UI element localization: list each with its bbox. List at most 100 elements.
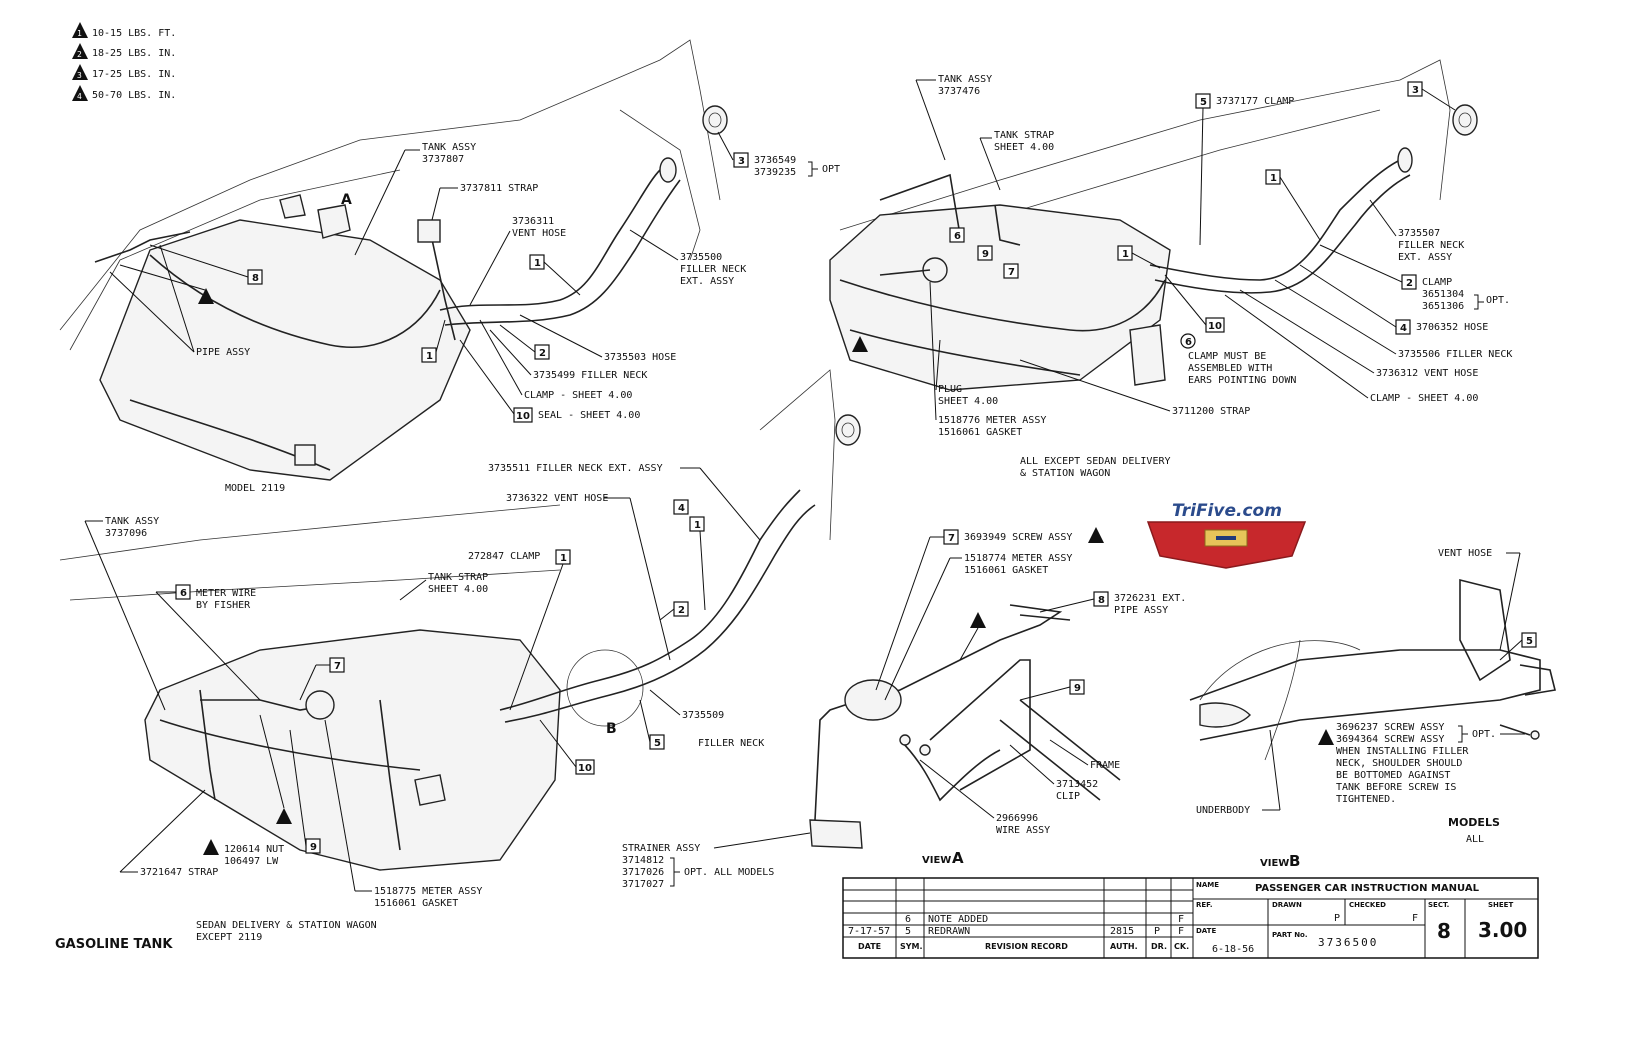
- svg-text:3: 3: [738, 156, 745, 167]
- svg-text:SHEET 4.00: SHEET 4.00: [428, 584, 488, 595]
- svg-text:9: 9: [310, 842, 317, 853]
- svg-text:1518776 METER ASSY: 1518776 METER ASSY: [938, 415, 1046, 426]
- svg-text:WIRE ASSY: WIRE ASSY: [996, 825, 1050, 836]
- svg-text:9: 9: [1074, 683, 1081, 694]
- callout-box-1f: 1: [689, 516, 705, 532]
- svg-text:SHEET 4.00: SHEET 4.00: [994, 142, 1054, 153]
- all-except-illustration: [829, 59, 1478, 391]
- sedan-delivery-meter-assy: [305, 690, 335, 720]
- svg-text:7-17-57: 7-17-57: [848, 926, 890, 937]
- svg-text:1516061 GASKET: 1516061 GASKET: [964, 565, 1048, 576]
- svg-text:2966996: 2966996: [996, 813, 1038, 824]
- svg-text:1518774 METER ASSY: 1518774 METER ASSY: [964, 553, 1072, 564]
- svg-text:DRAWN: DRAWN: [1272, 901, 1302, 909]
- svg-text:1518775 METER ASSY: 1518775 METER ASSY: [374, 886, 482, 897]
- sheet-number: 3.00: [1478, 918, 1527, 942]
- svg-text:FILLER NECK: FILLER NECK: [680, 264, 746, 275]
- svg-text:6-18-56: 6-18-56: [1212, 944, 1254, 955]
- torque-marker: [203, 839, 219, 855]
- svg-text:SECT.: SECT.: [1428, 901, 1449, 909]
- svg-text:WHEN INSTALLING FILLER: WHEN INSTALLING FILLER: [1336, 746, 1469, 757]
- svg-text:3736311: 3736311: [512, 216, 554, 227]
- callout-box-1d: 1: [1117, 245, 1133, 261]
- callout-box-5c: 5: [1521, 632, 1537, 648]
- svg-text:CLIP: CLIP: [1056, 791, 1080, 802]
- svg-text:3713452: 3713452: [1056, 779, 1098, 790]
- svg-text:120614 NUT: 120614 NUT: [224, 844, 284, 855]
- svg-text:4: 4: [77, 92, 82, 101]
- svg-text:3736322 VENT HOSE: 3736322 VENT HOSE: [506, 493, 608, 504]
- svg-text:3735511 FILLER NECK EXT. ASSY: 3735511 FILLER NECK EXT. ASSY: [488, 463, 663, 474]
- torque-marker: [276, 808, 292, 824]
- model-2119-strap: [417, 219, 441, 243]
- svg-text:CHECKED: CHECKED: [1349, 901, 1386, 909]
- torque-legend: 1 10-15 LBS. FT. 2 18-25 LBS. IN. 3 17-2…: [72, 22, 176, 101]
- callout-box-6b: 6: [175, 584, 191, 600]
- view-b-callouts: VENT HOSE 5 3696237 SCREW ASSY 3694364 S…: [1196, 548, 1537, 870]
- callout-box-9: 9: [977, 245, 993, 261]
- callout-box-2c: 2: [673, 601, 689, 617]
- svg-text:ASSEMBLED WITH: ASSEMBLED WITH: [1188, 363, 1272, 374]
- svg-text:DR.: DR.: [1151, 942, 1167, 951]
- svg-text:CLAMP MUST BE: CLAMP MUST BE: [1188, 351, 1266, 362]
- manual-name: PASSENGER CAR INSTRUCTION MANUAL: [1255, 883, 1480, 894]
- model-2119-gas-cap: [702, 105, 728, 135]
- svg-text:4: 4: [1400, 323, 1407, 334]
- svg-text:2815: 2815: [1110, 926, 1134, 937]
- callout-box-5b: 5: [649, 734, 665, 750]
- title-block: 6 NOTE ADDED F 7-17-57 5 REDRAWN 2815 P …: [842, 877, 1539, 959]
- svg-text:3711200 STRAP: 3711200 STRAP: [1172, 406, 1250, 417]
- svg-text:3737177 CLAMP: 3737177 CLAMP: [1216, 96, 1294, 107]
- svg-text:3651304: 3651304: [1422, 289, 1464, 300]
- svg-text:3694364 SCREW ASSY: 3694364 SCREW ASSY: [1336, 734, 1444, 745]
- svg-text:SHEET 4.00: SHEET 4.00: [938, 396, 998, 407]
- callout-box-1: 1: [529, 254, 545, 270]
- svg-text:TANK ASSY: TANK ASSY: [105, 516, 159, 527]
- svg-text:3696237 SCREW ASSY: 3696237 SCREW ASSY: [1336, 722, 1444, 733]
- revision-headers: DATE SYM. REVISION RECORD AUTH. DR. CK.: [858, 942, 1189, 951]
- svg-text:5: 5: [1526, 636, 1533, 647]
- svg-text:ALL: ALL: [1466, 834, 1484, 845]
- callout-box-9c: 9: [1069, 679, 1085, 695]
- svg-text:3739235: 3739235: [754, 167, 796, 178]
- callout-box-10b: 10: [1205, 317, 1225, 333]
- svg-text:MODELS: MODELS: [1448, 816, 1500, 829]
- svg-text:P: P: [1154, 926, 1160, 937]
- torque-marker: [852, 336, 868, 352]
- svg-text:3693949 SCREW ASSY: 3693949 SCREW ASSY: [964, 532, 1072, 543]
- torque-marker: [1088, 527, 1104, 543]
- svg-text:50-70 LBS. IN.: 50-70 LBS. IN.: [92, 90, 176, 101]
- torque-legend-item-3: 3 17-25 LBS. IN.: [72, 64, 176, 80]
- svg-text:3735499 FILLER NECK: 3735499 FILLER NECK: [533, 370, 647, 381]
- svg-text:EARS POINTING DOWN: EARS POINTING DOWN: [1188, 375, 1296, 386]
- svg-text:P: P: [1334, 913, 1340, 924]
- svg-text:AUTH.: AUTH.: [1110, 942, 1138, 951]
- callout-box-5: 5: [1195, 93, 1211, 109]
- callout-box-10: 10: [513, 407, 533, 423]
- view-a-pipe: [814, 604, 1063, 831]
- revision-row: 7-17-57 5 REDRAWN 2815 P F: [848, 926, 1184, 937]
- svg-text:1516061 GASKET: 1516061 GASKET: [374, 898, 458, 909]
- svg-text:& STATION WAGON: & STATION WAGON: [1020, 468, 1110, 479]
- svg-text:OPT.: OPT.: [1486, 295, 1510, 306]
- view-b-detail-circle: [566, 649, 644, 727]
- svg-text:5: 5: [654, 738, 661, 749]
- svg-text:EXCEPT 2119: EXCEPT 2119: [196, 932, 262, 943]
- torque-marker: [970, 612, 986, 628]
- svg-text:6: 6: [180, 588, 187, 599]
- svg-text:3721647 STRAP: 3721647 STRAP: [140, 867, 218, 878]
- svg-text:1: 1: [426, 351, 433, 362]
- svg-text:3737807: 3737807: [422, 154, 464, 165]
- sedan-delivery-caption: SEDAN DELIVERY & STATION WAGON: [196, 920, 377, 931]
- svg-text:1: 1: [560, 553, 567, 564]
- svg-text:7: 7: [1008, 267, 1015, 278]
- all-except-caption: ALL EXCEPT SEDAN DELIVERY: [1020, 456, 1171, 467]
- svg-text:SYM.: SYM.: [900, 942, 923, 951]
- svg-text:1: 1: [77, 29, 82, 38]
- callout-box-9b: 9: [305, 838, 321, 854]
- svg-text:TANK BEFORE SCREW IS: TANK BEFORE SCREW IS: [1336, 782, 1456, 793]
- svg-text:3737096: 3737096: [105, 528, 147, 539]
- svg-text:BY FISHER: BY FISHER: [196, 600, 251, 611]
- svg-text:F: F: [1178, 914, 1184, 925]
